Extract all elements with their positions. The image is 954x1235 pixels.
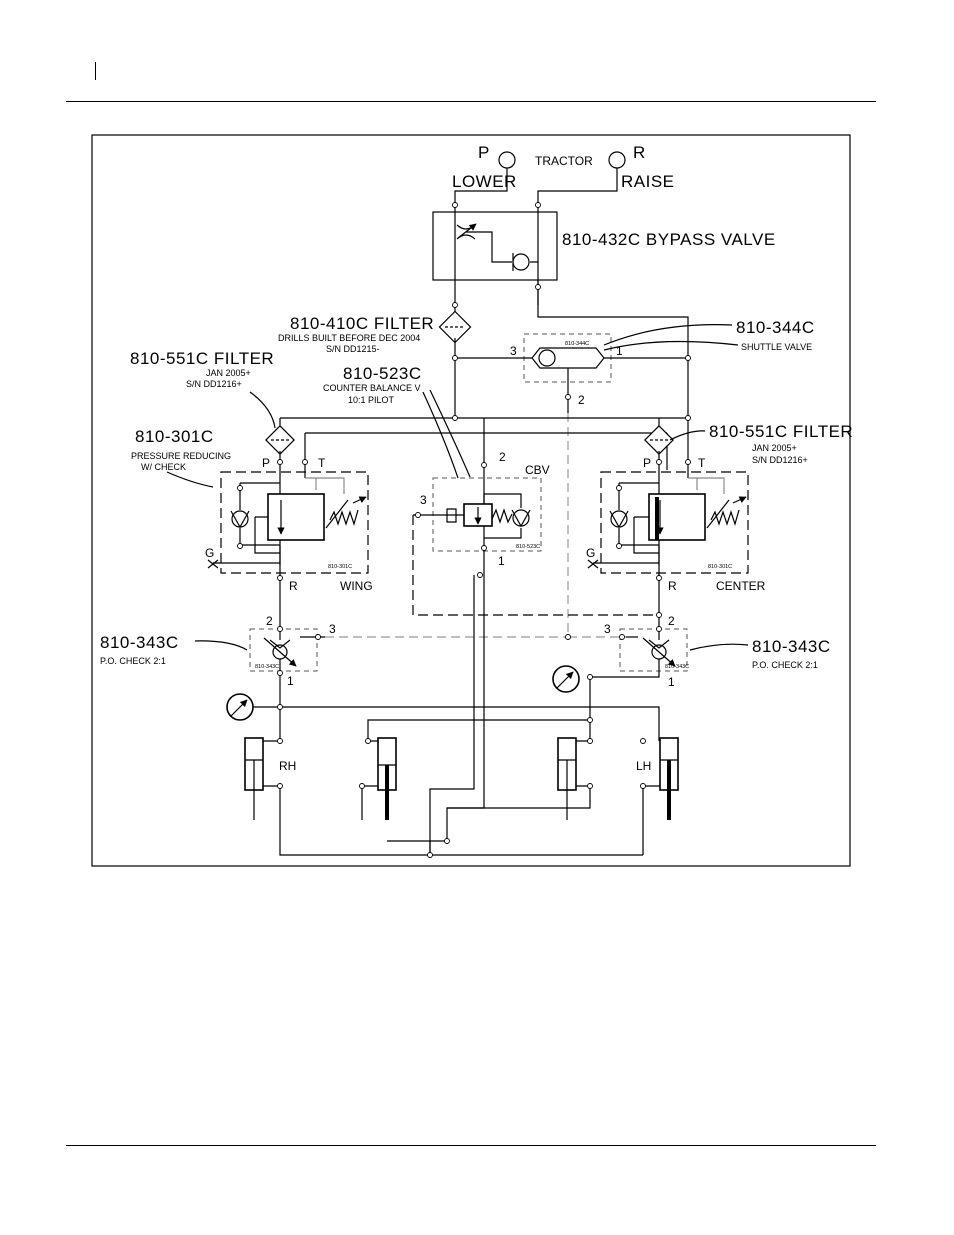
label-prv-small-right: 810-301C xyxy=(708,564,732,570)
pressure-coupler xyxy=(498,151,516,169)
label-check-right-port-2: 2 xyxy=(668,614,675,628)
pressure-gauge-left xyxy=(226,693,280,721)
footer-rule xyxy=(66,1145,876,1146)
shuttle-leader-2 xyxy=(603,340,739,351)
label-filter-410-note2: S/N DD1215- xyxy=(326,344,380,354)
check-right-leader xyxy=(689,643,749,651)
prv-leader xyxy=(166,471,214,488)
label-prv: 810-301C xyxy=(135,427,214,446)
label-prv-note1: PRESSURE REDUCING xyxy=(131,451,231,461)
label-p: P xyxy=(478,143,490,162)
label-cbv-note1: COUNTER BALANCE V xyxy=(323,383,421,393)
shuttle-valve-344c xyxy=(455,333,688,390)
header-rule xyxy=(66,101,876,102)
label-center-g: G xyxy=(586,546,595,560)
filter-551-right-leader xyxy=(669,430,706,441)
label-filter-551-left-note2: S/N DD1216+ xyxy=(186,379,242,389)
label-center-p: P xyxy=(643,456,651,470)
label-wing: WING xyxy=(340,579,373,593)
label-filter-410: 810-410C FILTER xyxy=(290,314,434,333)
label-prv-small-left: 810-301C xyxy=(328,564,352,570)
label-check-small-right: 810-343C xyxy=(665,664,689,670)
label-wing-t: T xyxy=(318,456,326,470)
label-check-right: 810-343C xyxy=(752,637,831,656)
label-prv-note2: W/ CHECK xyxy=(141,462,186,472)
label-cbv: CBV xyxy=(525,463,550,477)
label-shuttle-port-1: 1 xyxy=(616,344,623,358)
label-bypass-valve: 810-432C BYPASS VALVE xyxy=(562,230,776,249)
cbv-leader-2 xyxy=(429,389,471,478)
label-tractor: TRACTOR xyxy=(535,154,593,168)
pressure-reducing-valve-center xyxy=(587,445,749,598)
cylinder-lh xyxy=(642,737,679,855)
label-wing-r: R xyxy=(289,579,298,593)
label-filter-551-left: 810-551C FILTER xyxy=(130,349,274,368)
label-check-left-port-1: 1 xyxy=(287,674,294,688)
cylinder-rh xyxy=(244,737,280,820)
label-check-left-note: P.O. CHECK 2:1 xyxy=(100,656,166,666)
filter-551c-left xyxy=(265,425,295,455)
label-shuttle-small: 810-344C xyxy=(565,341,589,347)
return-coupler xyxy=(608,151,626,169)
label-center-r: R xyxy=(668,579,677,593)
tractor-couplers xyxy=(454,151,626,212)
label-check-left: 810-343C xyxy=(100,633,179,652)
label-cbv-port-2: 2 xyxy=(499,450,506,464)
label-cbv-part: 810-523C xyxy=(343,364,422,383)
counter-balance-valve xyxy=(412,477,659,616)
label-wing-p: P xyxy=(262,456,270,470)
cylinder-inner-right xyxy=(447,737,591,820)
label-shuttle-note: SHUTTLE VALVE xyxy=(741,342,812,352)
label-check-small-left: 810-343C xyxy=(255,664,279,670)
label-raise: RAISE xyxy=(621,172,675,191)
cylinder-inner-left xyxy=(361,737,397,820)
label-check-right-note: P.O. CHECK 2:1 xyxy=(752,660,818,670)
label-r: R xyxy=(633,143,646,162)
filter-551c-right xyxy=(644,425,674,455)
label-center: CENTER xyxy=(716,579,766,593)
label-rh: RH xyxy=(279,759,296,773)
label-filter-551-right-note1: JAN 2005+ xyxy=(752,443,797,453)
label-check-right-port-1: 1 xyxy=(668,675,675,689)
cbv-leader xyxy=(422,391,459,479)
label-lower: LOWER xyxy=(452,172,517,191)
label-shuttle-part: 810-344C xyxy=(736,318,815,337)
label-filter-551-left-note1: JAN 2005+ xyxy=(206,368,251,378)
shuttle-leader xyxy=(603,324,733,346)
label-shuttle-port-3: 3 xyxy=(510,344,517,358)
label-cbv-port-1: 1 xyxy=(498,554,505,568)
label-filter-551-right: 810-551C FILTER xyxy=(709,422,853,441)
label-wing-g: G xyxy=(205,546,214,560)
header-margin-tick xyxy=(95,62,96,80)
po-check-valve-left xyxy=(249,598,325,683)
label-lh: LH xyxy=(636,759,651,773)
return-manifold xyxy=(279,786,643,856)
check-left-leader xyxy=(194,640,248,651)
label-cbv-note2: 10:1 PILOT xyxy=(348,395,395,405)
label-center-t: T xyxy=(698,456,706,470)
filter-551-left-leader xyxy=(249,391,276,429)
label-cbv-small: 810-523C xyxy=(516,544,540,550)
label-shuttle-port-2: 2 xyxy=(578,393,585,407)
po-check-valve-right xyxy=(590,598,688,678)
diagram-frame xyxy=(91,134,851,867)
port-markers xyxy=(237,202,691,858)
pressure-gauge-right xyxy=(552,665,580,693)
label-check-right-port-3: 3 xyxy=(604,622,611,636)
label-check-left-port-2: 2 xyxy=(266,614,273,628)
label-check-left-port-3: 3 xyxy=(329,622,336,636)
label-cbv-port-3: 3 xyxy=(420,493,427,507)
label-filter-410-note1: DRILLS BUILT BEFORE DEC 2004 xyxy=(278,333,420,343)
label-filter-551-right-note2: S/N DD1216+ xyxy=(752,455,808,465)
